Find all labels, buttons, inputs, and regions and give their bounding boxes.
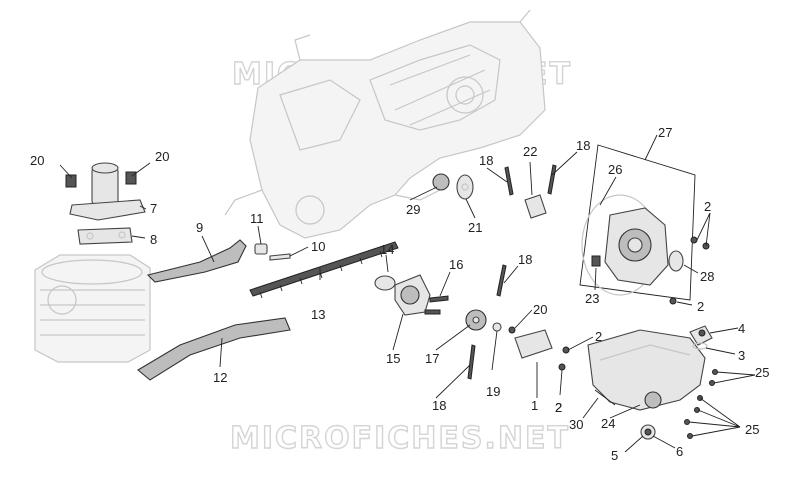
- gear-29: [432, 173, 450, 191]
- callout-13: 13: [311, 307, 325, 322]
- callout-6: 6: [676, 444, 683, 459]
- gasket-30: [594, 389, 616, 406]
- chain-guide-9: [146, 239, 247, 283]
- screw-10: [269, 253, 291, 261]
- callout-18a: 18: [479, 153, 493, 168]
- callout-10: 10: [311, 239, 325, 254]
- washer-19: [492, 322, 502, 332]
- callout-2c: 2: [595, 329, 602, 344]
- callout-16: 16: [449, 257, 463, 272]
- callout-26: 26: [608, 162, 622, 177]
- callout-17: 17: [425, 351, 439, 366]
- chain-18c: [504, 166, 514, 196]
- callout-7: 7: [150, 201, 157, 216]
- callout-20a: 20: [30, 153, 44, 168]
- callout-labels: 20 20 7 8 9 11 10 14 16 13 15 17 19 18 1…: [30, 125, 769, 463]
- callout-2a: 2: [704, 199, 711, 214]
- callout-2b: 2: [697, 299, 704, 314]
- callout-28: 28: [700, 269, 714, 284]
- oil-sump: [587, 325, 713, 440]
- washer-21: [456, 174, 474, 200]
- bush-22: [524, 194, 547, 219]
- chain-18b: [467, 344, 476, 380]
- callout-8: 8: [150, 232, 157, 247]
- callout-30: 30: [569, 417, 583, 432]
- timing-chain: [249, 241, 399, 299]
- callout-2d: 2: [555, 400, 562, 415]
- oil-pump: [374, 274, 449, 316]
- callout-9: 9: [196, 220, 203, 235]
- callout-22: 22: [523, 144, 537, 159]
- callout-2e: 2: [555, 400, 562, 415]
- callout-15: 15: [386, 351, 400, 366]
- oring-3: [692, 342, 708, 350]
- bolts-25: [684, 369, 718, 439]
- callout-18c: 18: [518, 252, 532, 267]
- cylinder-ghost: [34, 254, 151, 363]
- callout-1: 1: [531, 398, 538, 413]
- callout-12: 12: [213, 370, 227, 385]
- callout-4: 4: [738, 321, 745, 336]
- watermark-bottom: MICROFICHES.NET: [230, 421, 570, 456]
- callout-20c: 20: [533, 302, 547, 317]
- callout-5: 5: [611, 448, 618, 463]
- bracket-1: [514, 329, 553, 359]
- cover-group: [579, 144, 696, 301]
- chain-18a: [496, 264, 507, 297]
- tensioner-assembly: [65, 162, 146, 245]
- callout-23: 23: [585, 291, 599, 306]
- callout-21: 21: [468, 220, 482, 235]
- callout-18b: 18: [576, 138, 590, 153]
- seal-28: [668, 250, 684, 272]
- callout-18d: 18: [432, 398, 446, 413]
- callout-14: 14: [380, 242, 394, 257]
- callout-20b: 20: [155, 149, 169, 164]
- plug-4: [698, 329, 706, 337]
- callout-11: 11: [250, 211, 264, 226]
- callout-24: 24: [601, 416, 615, 431]
- callout-3: 3: [738, 348, 745, 363]
- callout-19: 19: [486, 384, 500, 399]
- crankcase-ghost: [224, 9, 546, 239]
- callout-27: 27: [658, 125, 672, 140]
- leader-lines: [59, 134, 756, 453]
- chain-guide-12: [137, 317, 291, 381]
- callout-25b: 25: [745, 422, 759, 437]
- callout-25a: 25: [755, 365, 769, 380]
- chain-18d: [547, 164, 557, 195]
- callout-29: 29: [406, 202, 420, 217]
- pin-11: [254, 243, 268, 255]
